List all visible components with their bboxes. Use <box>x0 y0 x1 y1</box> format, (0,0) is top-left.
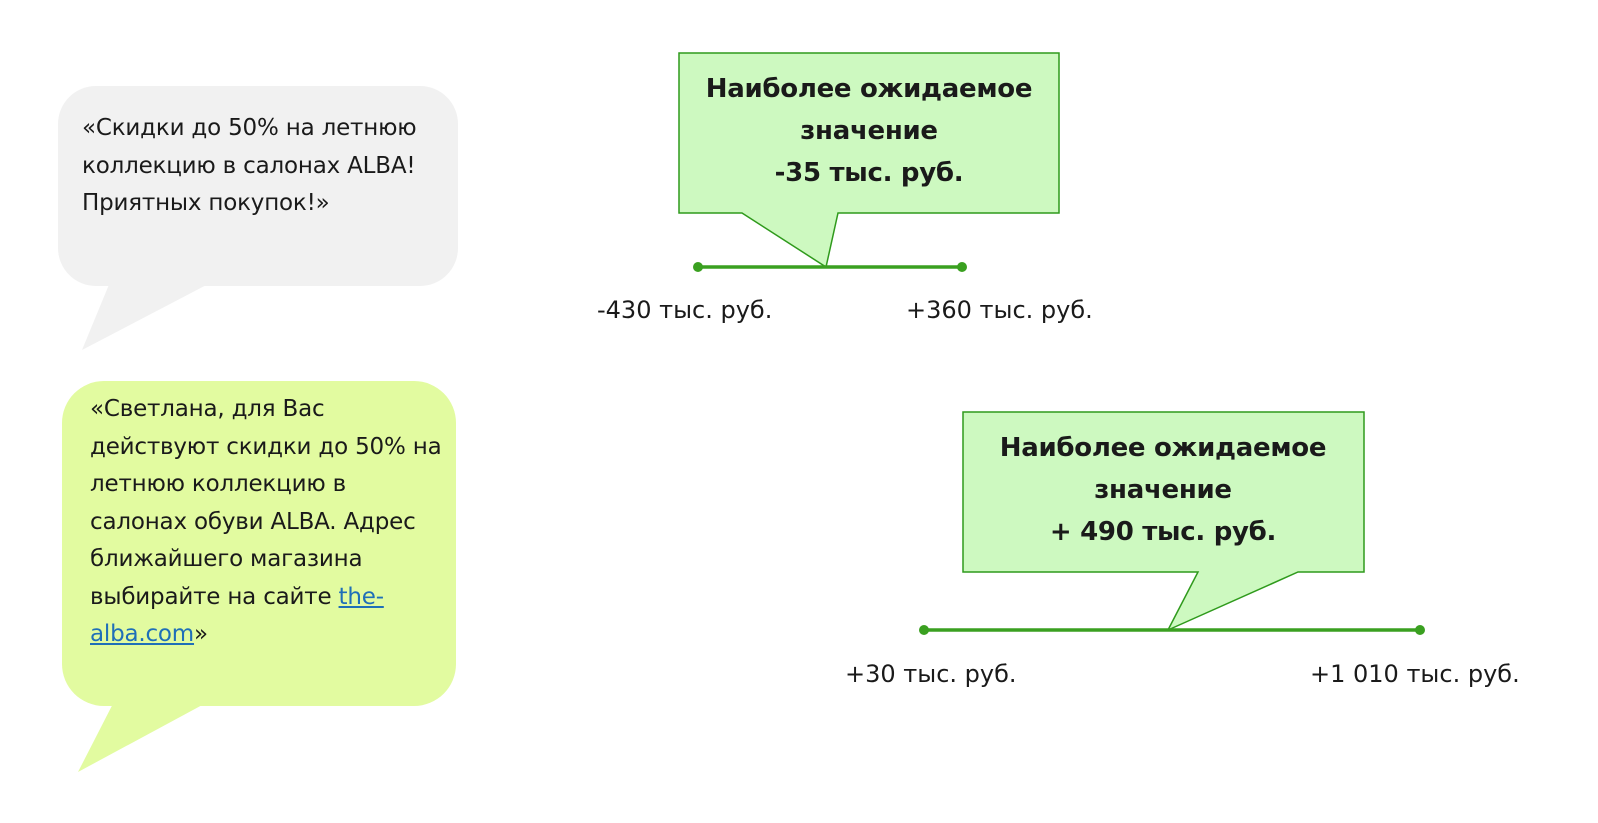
callout-1-line1: Наиболее ожидаемое <box>705 74 1033 104</box>
range-1-max-label: +360 тыс. руб. <box>906 296 1093 324</box>
sms-text-generic: «Скидки до 50% на летнюю коллекцию в сал… <box>82 115 417 216</box>
range-2-end-dot <box>1415 625 1425 635</box>
range-1-end-dot <box>957 262 967 272</box>
callout-1-text: Наиболее ожидаемое значение -35 тыс. руб… <box>680 68 1058 194</box>
callout-1-line2: значение <box>800 116 938 146</box>
site-link[interactable]: the-alba.com <box>90 583 384 648</box>
callout-1-value: -35 тыс. руб. <box>774 158 964 188</box>
callout-1-box <box>678 52 1060 269</box>
range-1-start-dot <box>693 262 703 272</box>
sms-text-closing-quote: » <box>194 621 208 647</box>
sms-text-personalized: «Светлана, для Вас действуют скидки до 5… <box>90 391 445 654</box>
range-2-min-label: +30 тыс. руб. <box>845 660 1017 688</box>
callout-2-text: Наиболее ожидаемое значение + 490 тыс. р… <box>963 427 1363 553</box>
range-1-min-label: -430 тыс. руб. <box>597 296 773 324</box>
sms-text-body: «Светлана, для Вас действуют скидки до 5… <box>90 396 442 610</box>
range-2-max-label: +1 010 тыс. руб. <box>1310 660 1520 688</box>
range-2-start-dot <box>919 625 929 635</box>
callout-2-line1: Наиболее ожидаемое <box>999 433 1327 463</box>
callout-2-line2: значение <box>1094 475 1232 505</box>
callout-2-box <box>962 411 1365 632</box>
callout-2-value: + 490 тыс. руб. <box>1049 517 1277 547</box>
